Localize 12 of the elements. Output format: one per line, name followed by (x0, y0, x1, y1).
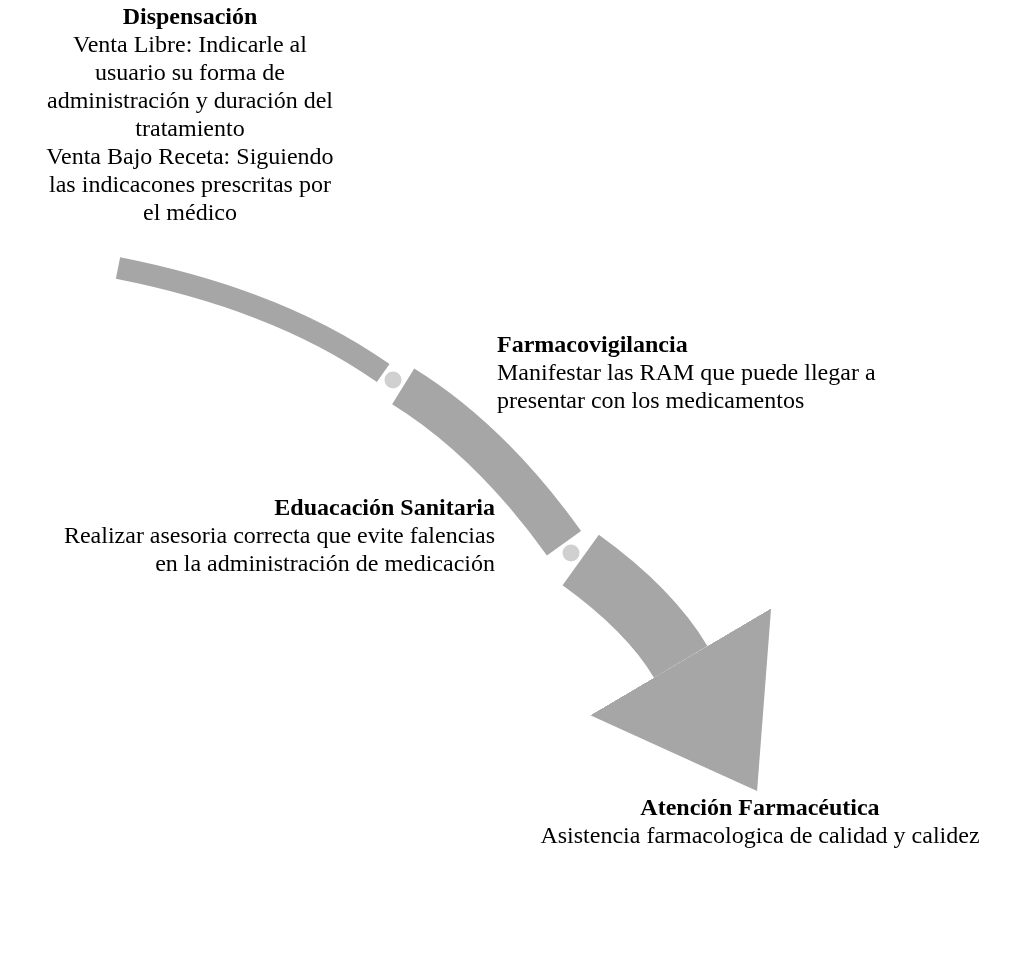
marker-dot (381, 368, 405, 392)
step-description: Realizar asesoria correcta que evite falencias en la administración de medicación (62, 521, 495, 577)
curved-arrow (562, 535, 770, 790)
step-heading: Farmacovigilancia (497, 330, 689, 358)
step-heading: Eduacación Sanitaria (273, 493, 495, 521)
step-heading: Atención Farmacéutica (639, 793, 881, 821)
step-description: Venta Bajo Receta: Siguiendo las indicacones prescritas por el médico (45, 142, 335, 226)
marker-dot (559, 541, 583, 565)
step-description: Venta Libre: Indicarle al usuario su forma de administración y duración del tratamiento (46, 30, 334, 142)
step-description: Manifestar las RAM que puede llegar a presentar con los medicamentos (497, 358, 877, 414)
step-heading: Dispensación (121, 2, 259, 30)
step-description: Asistencia farmacologica de calidad y calidez (540, 821, 980, 849)
